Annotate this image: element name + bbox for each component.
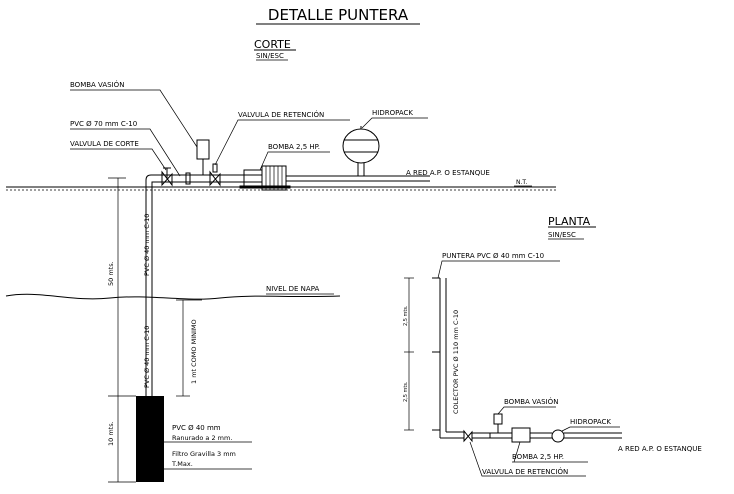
label-dim-a: 2,5 mts. [403,305,409,326]
discharge-pipe [160,174,430,183]
label-pvc-40-upper: PVC Ø 40 mm C-10 [143,214,151,276]
corte-scale: SIN/ESC [256,52,284,60]
filter-screen [136,396,164,482]
water-table-line [5,293,341,300]
label-dim-50: 50 mts. [107,261,115,286]
leader-pvc-70 [70,128,181,177]
label-pvc-70: PVC Ø 70 mm C-10 [70,120,137,128]
dimension-50m [108,177,136,483]
label-ranurado: Ranurado a 2 mm. [172,434,232,442]
label-filtro: Filtro Gravilla 3 mm [172,450,236,458]
collector-pipe [439,278,464,439]
planta-pump-icon [511,427,531,443]
planta-heading: PLANTA [548,215,591,228]
label-planta-hidropack: HIDROPACK [570,418,611,426]
corte-heading: CORTE [254,38,291,51]
check-valve-icon [209,163,221,187]
planta-discharge-pipe [472,432,622,439]
vacuum-pump-icon [196,139,210,175]
pump-2-5hp-icon [239,165,291,191]
well-pipe [145,187,153,396]
label-nivel-napa: NIVEL DE NAPA [266,285,319,293]
dimension-2-5m [404,277,414,431]
label-planta-valvula-retencion: VALVULA DE RETENCIÓN [482,467,568,476]
label-dim-b: 2,5 mts. [403,381,409,402]
pipe-elbow-inner [151,181,160,187]
drawing-title: DETALLE PUNTERA [268,6,409,24]
label-puntera: PUNTERA PVC Ø 40 mm C-10 [442,252,544,260]
planta-scale: SIN/ESC [548,231,576,239]
label-planta-bomba-vasion: BOMBA VASIÓN [504,397,558,406]
label-bomba-vasion: BOMBA VASIÓN [70,80,124,89]
label-tmax: T.Max. [171,460,193,468]
leader-puntera [437,260,560,279]
leader-planta-valvula-retencion [469,441,586,477]
leader-planta-hidropack [561,426,620,432]
pipe-flange [185,172,191,185]
label-pvc-40-filter: PVC Ø 40 mm [172,424,221,432]
leader-hidropack [361,117,428,129]
label-dim-10: 10 mts. [107,421,115,446]
leader-valvula-corte [70,148,167,171]
leader-valvula-retencion [214,119,350,166]
puntera-stubs [432,277,440,431]
label-red-estanque: A RED A.P. O ESTANQUE [406,169,490,177]
label-pvc-40-lower: PVC Ø 40 mm C-10 [143,326,151,388]
leader-planta-bomba-vasion [497,406,556,415]
label-bomba-2-5hp: BOMBA 2,5 HP. [268,143,320,151]
leader-bomba-2-5hp [259,151,330,171]
label-valvula-retencion: VALVULA DE RETENCIÓN [238,110,324,119]
pipe-elbow [145,174,160,187]
leader-bomba-vasion [70,89,198,148]
planta-vacuum-pump-icon [489,413,503,438]
planta-check-valve-icon [463,429,473,443]
label-como-minimo: 1 mt COMO MINIMO [190,319,198,384]
hydropack-tank-icon [342,126,380,176]
label-planta-bomba-25: BOMBA 2,5 HP. [512,453,564,461]
label-hidropack: HIDROPACK [372,109,413,117]
leader-planta-bomba-25-tip [513,441,521,463]
label-planta-red: A RED A.P. O ESTANQUE [618,445,702,453]
label-colector: COLECTOR PVC Ø 110 mm C-10 [452,310,460,414]
label-valvula-corte: VALVULA DE CORTE [70,140,139,148]
planta-hydropack-icon [551,429,565,443]
dimension-1m [176,299,202,397]
label-nt: N.T. [516,179,527,186]
